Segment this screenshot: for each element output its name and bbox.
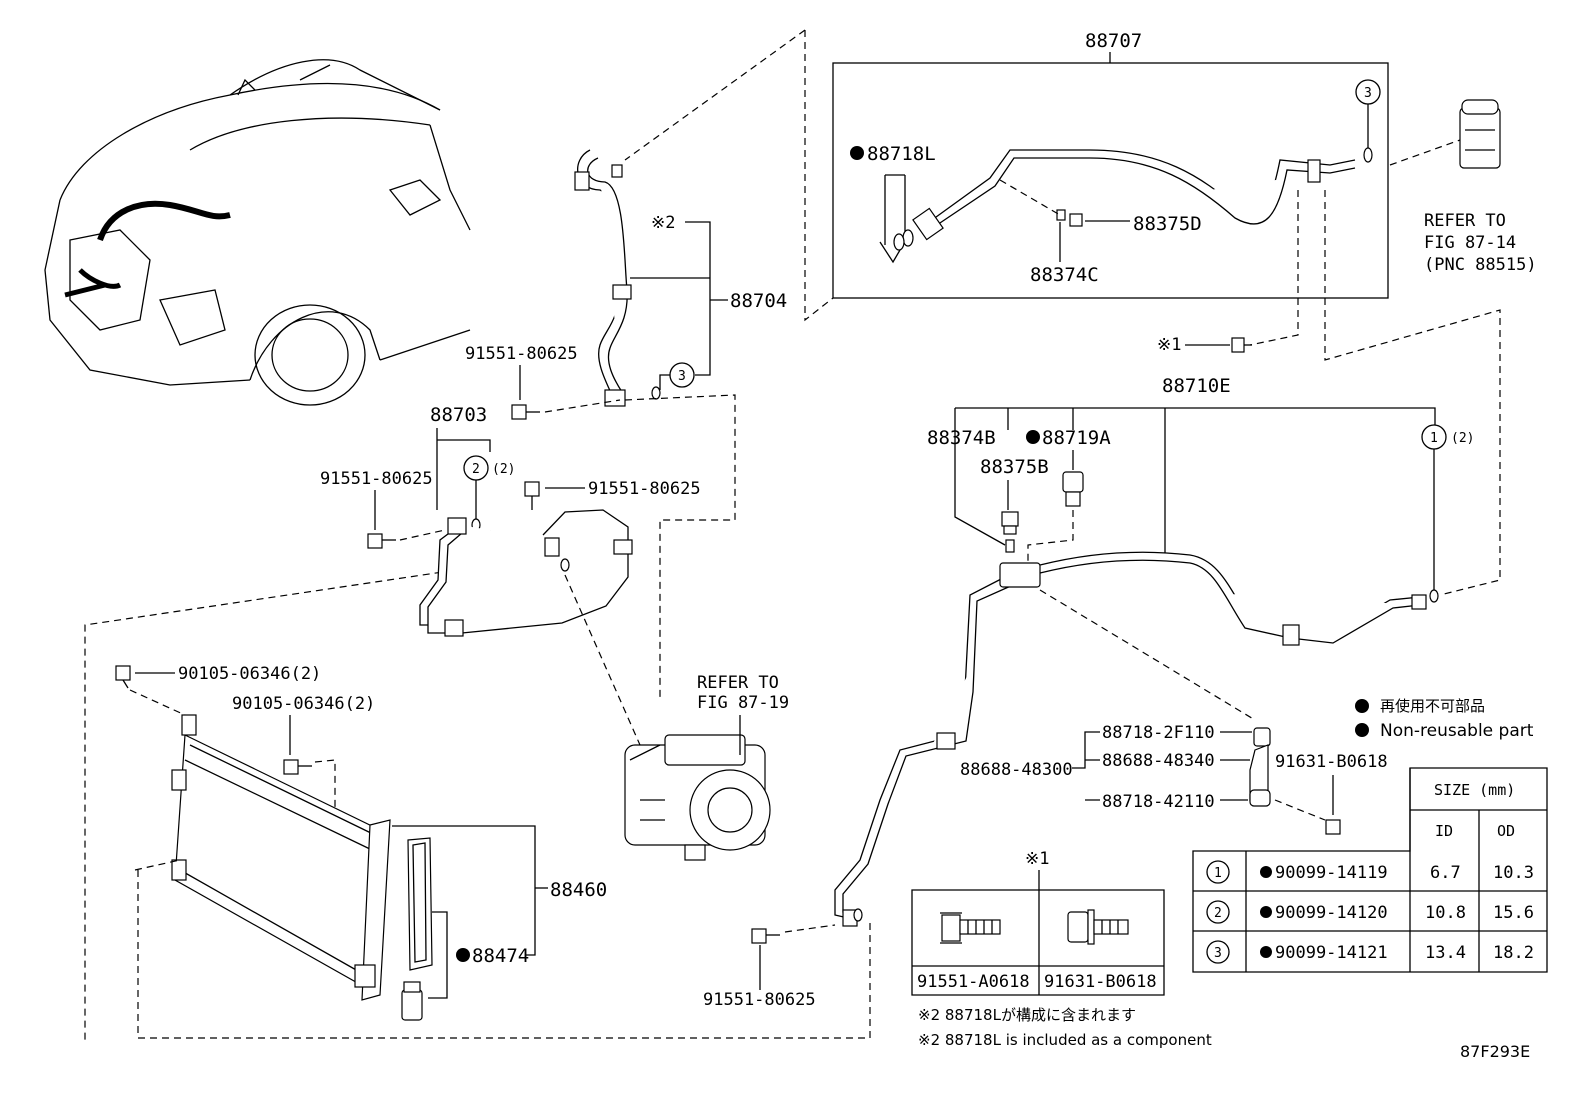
- label-s2-mark: ※2: [651, 213, 675, 233]
- label-88688-48300: 88688-48300: [960, 760, 1073, 780]
- size-row-3-id: 13.4: [1425, 943, 1466, 963]
- label-88719A: 88719A: [1042, 427, 1111, 449]
- label-91631-B0618: 91631-B0618: [1275, 752, 1388, 772]
- size-row-1-part: 90099-14119: [1275, 863, 1388, 883]
- size-table-col-od: OD: [1497, 822, 1515, 840]
- callout-1-qty: (2): [1451, 431, 1474, 446]
- desiccant-88474: [401, 837, 433, 1021]
- callout-2-text: 2: [472, 462, 480, 477]
- label-88375D: 88375D: [1133, 213, 1202, 235]
- label-88707: 88707: [1085, 30, 1142, 52]
- bolt-s1: [1231, 337, 1252, 353]
- bolt-box-item-2: 91631-B0618: [1044, 972, 1157, 992]
- label-90105-06346-b: 90105-06346(2): [232, 694, 375, 714]
- size-row-2-od: 15.6: [1493, 903, 1534, 923]
- diagram-code: 87F293E: [1460, 1042, 1530, 1061]
- bolt-flange-icon: [940, 912, 1001, 944]
- refer-fig-87-14-line2: FIG 87-14: [1424, 233, 1516, 253]
- size-row-3-part: 90099-14121: [1275, 943, 1388, 963]
- label-91551-80625-a: 91551-80625: [465, 344, 578, 364]
- label-88374B: 88374B: [927, 427, 996, 449]
- size-table-col-id: ID: [1435, 822, 1453, 840]
- valve-88375D: [1056, 209, 1083, 227]
- bolt-91631: [1325, 819, 1341, 835]
- legend-en: Non-reusable part: [1380, 721, 1534, 741]
- bolt-washer-icon: [1067, 909, 1129, 945]
- vehicle-front-illustration: [44, 59, 471, 406]
- hose-88704: [574, 149, 632, 407]
- non-reusable-dot: [456, 948, 470, 962]
- label-91551-80625-d: 91551-80625: [703, 990, 816, 1010]
- sensor-88719A: [1062, 471, 1084, 507]
- legend-dot-en: [1355, 723, 1369, 737]
- callout-3-text: 3: [1364, 86, 1372, 101]
- non-reusable-dot: [850, 146, 864, 160]
- label-88474: 88474: [472, 945, 529, 967]
- bolt-91551-c: [524, 481, 540, 510]
- bolt-reference-box: ※1 91551-A0618 91631-B0618: [911, 849, 1165, 996]
- label-88688-48340: 88688-48340: [1102, 751, 1215, 771]
- label-88703: 88703: [430, 404, 487, 426]
- legend-jp: 再使用不可部品: [1380, 697, 1485, 715]
- label-88718L: 88718L: [867, 143, 936, 165]
- size-row-2-part: 90099-14120: [1275, 903, 1388, 923]
- size-row-2-num: 2: [1214, 906, 1222, 921]
- label-88374C: 88374C: [1030, 264, 1099, 286]
- callout-2-qty: (2): [492, 462, 515, 477]
- label-91551-80625-b: 91551-80625: [320, 469, 433, 489]
- pipe-88710E: [834, 551, 1427, 927]
- refer-fig-87-19-line1: REFER TO: [697, 673, 779, 693]
- bolt-90105-b: [283, 759, 312, 775]
- vehicle-highlighted-piping: [64, 200, 231, 298]
- refer-fig-87-19-line2: FIG 87-19: [697, 693, 789, 713]
- bolt-91551-a: [511, 404, 540, 420]
- condenser-88460: [171, 714, 391, 1001]
- refer-fig-87-14-line3: (PNC 88515): [1424, 255, 1537, 275]
- compressor-ref: [624, 734, 771, 861]
- non-reusable-dot: [1026, 430, 1040, 444]
- pipe-88707: [912, 149, 1356, 241]
- legend-dot-jp: [1355, 699, 1369, 713]
- size-row-1-num: 1: [1214, 866, 1222, 881]
- label-88718-2F110: 88718-2F110: [1102, 723, 1215, 743]
- callout-1-text: 1: [1430, 431, 1438, 446]
- bolt-91551-b: [367, 533, 396, 549]
- pipe-88703: [419, 509, 633, 637]
- label-88718-42110: 88718-42110: [1102, 792, 1215, 812]
- size-row-1-id: 6.7: [1430, 863, 1461, 883]
- bracket-88688-48340: [1249, 727, 1271, 807]
- label-88375B: 88375B: [980, 456, 1049, 478]
- bolt-box-title: ※1: [1025, 849, 1049, 869]
- label-s1-bolt: ※1: [1157, 335, 1181, 355]
- size-row-3-num: 3: [1214, 946, 1222, 961]
- size-row-1-od: 10.3: [1493, 863, 1534, 883]
- label-88710E: 88710E: [1162, 375, 1231, 397]
- size-row-3-od: 18.2: [1493, 943, 1534, 963]
- note-en: ※2 88718L is included as a component: [918, 1031, 1212, 1049]
- label-90105-06346-a: 90105-06346(2): [178, 664, 321, 684]
- size-row-2-id: 10.8: [1425, 903, 1466, 923]
- callout-3-text: 3: [678, 369, 686, 384]
- oring-88718L: [879, 174, 914, 264]
- bolt-91551-d: [751, 928, 780, 944]
- label-88460: 88460: [550, 879, 607, 901]
- refer-fig-87-14-line1: REFER TO: [1424, 211, 1506, 231]
- size-table-header: SIZE (mm): [1434, 781, 1515, 799]
- label-91551-80625-c: 91551-80625: [588, 479, 701, 499]
- bolt-90105-a: [115, 665, 131, 689]
- valve-88375B: [1001, 511, 1019, 553]
- bolt-box-item-1: 91551-A0618: [917, 972, 1030, 992]
- label-88704: 88704: [730, 290, 787, 312]
- note-jp: ※2 88718Lが構成に含まれます: [918, 1006, 1136, 1024]
- size-table: SIZE (mm) ID OD 1 90099-14119 6.7 10.3 2…: [1192, 767, 1548, 973]
- expansion-valve-ref: [1459, 99, 1501, 169]
